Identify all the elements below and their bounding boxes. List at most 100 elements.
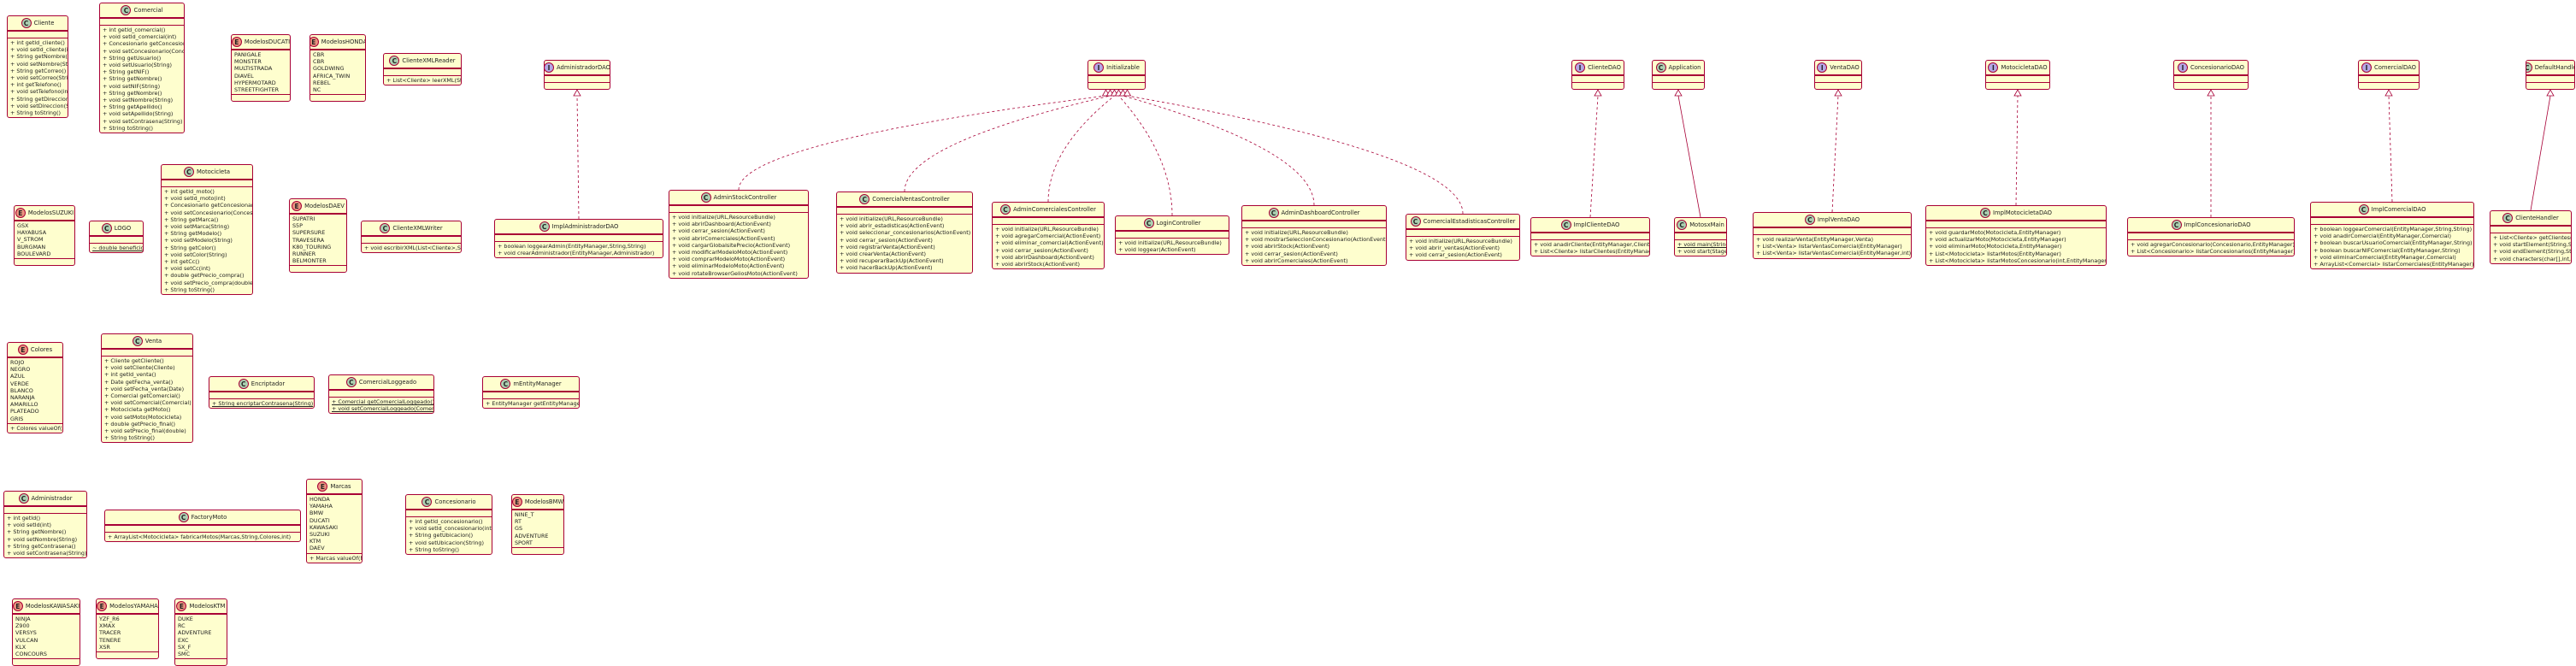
methods-section (2174, 82, 2248, 89)
fields-section (362, 236, 461, 243)
member: + String getNombre() (10, 53, 68, 61)
hollow-arrowhead-icon (1105, 89, 1115, 97)
member: + void initialize(URL,ResourceBundle) (672, 214, 775, 221)
methods-section: + int getId()+ void setId(int)+ String g… (4, 513, 86, 557)
enum-constant: YAMAHA (309, 503, 333, 510)
realization-line (1589, 95, 1599, 218)
member: + Cliente getCliente() (104, 357, 164, 364)
methods-section: ~ double beneficio (90, 243, 143, 252)
methods-section: + String encriptarContrasena(String) (209, 398, 314, 408)
methods-section (1088, 82, 1145, 89)
member: + void loggear(ActionEvent) (1118, 246, 1196, 254)
member: + void setId(int) (7, 522, 51, 529)
member: + Comercial getComercialLoggeado() (332, 398, 434, 405)
member: + EntityManager getEntityManager() (486, 400, 580, 407)
class-name: ClienteHandler (2515, 215, 2559, 221)
member: ~ double beneficio (92, 245, 144, 251)
member: + Concesionario getConcesionario() (103, 40, 184, 48)
enum-icon: E (512, 497, 522, 507)
class-name: ModelosHONDA (321, 38, 366, 45)
enum-constant: GSX (17, 222, 29, 229)
member: + void cerrar_sesion(ActionEvent) (672, 227, 765, 235)
member: + void setId_cliente(int) (10, 46, 68, 54)
fields-section (483, 392, 579, 398)
member: + String getUsuario() (103, 54, 162, 62)
fields-section (406, 510, 492, 516)
member: + String toString() (164, 286, 215, 293)
hollow-arrowhead-icon (1101, 89, 1111, 97)
member: + void setContrasena(String) (103, 117, 183, 125)
class-name: AdministradorDAO (557, 64, 610, 71)
interface-icon: I (1988, 62, 1999, 73)
enum-constant: NEGRO (10, 366, 31, 374)
member: + void initialize(URL,ResourceBundle) (1245, 229, 1348, 236)
defaulthandler-class[interactable]: CDefaultHandler (2526, 60, 2575, 90)
methods-section: + void initialize(URL,ResourceBundle)+ v… (1406, 236, 1519, 260)
fields-section (8, 31, 68, 38)
member: + Marcas valueOf(Marcas,String) (309, 554, 362, 562)
enum-constant: SX_F (178, 643, 192, 651)
member: + void eliminarModeloMoto(ActionEvent) (672, 262, 785, 270)
fields-section (1986, 75, 2049, 82)
class-icon: C (1804, 215, 1815, 225)
fields-section (1116, 231, 1229, 238)
class-icon: C (1410, 216, 1421, 227)
class-name: mEntityManager (513, 380, 562, 387)
class-name: ModelosBMW (524, 498, 564, 505)
